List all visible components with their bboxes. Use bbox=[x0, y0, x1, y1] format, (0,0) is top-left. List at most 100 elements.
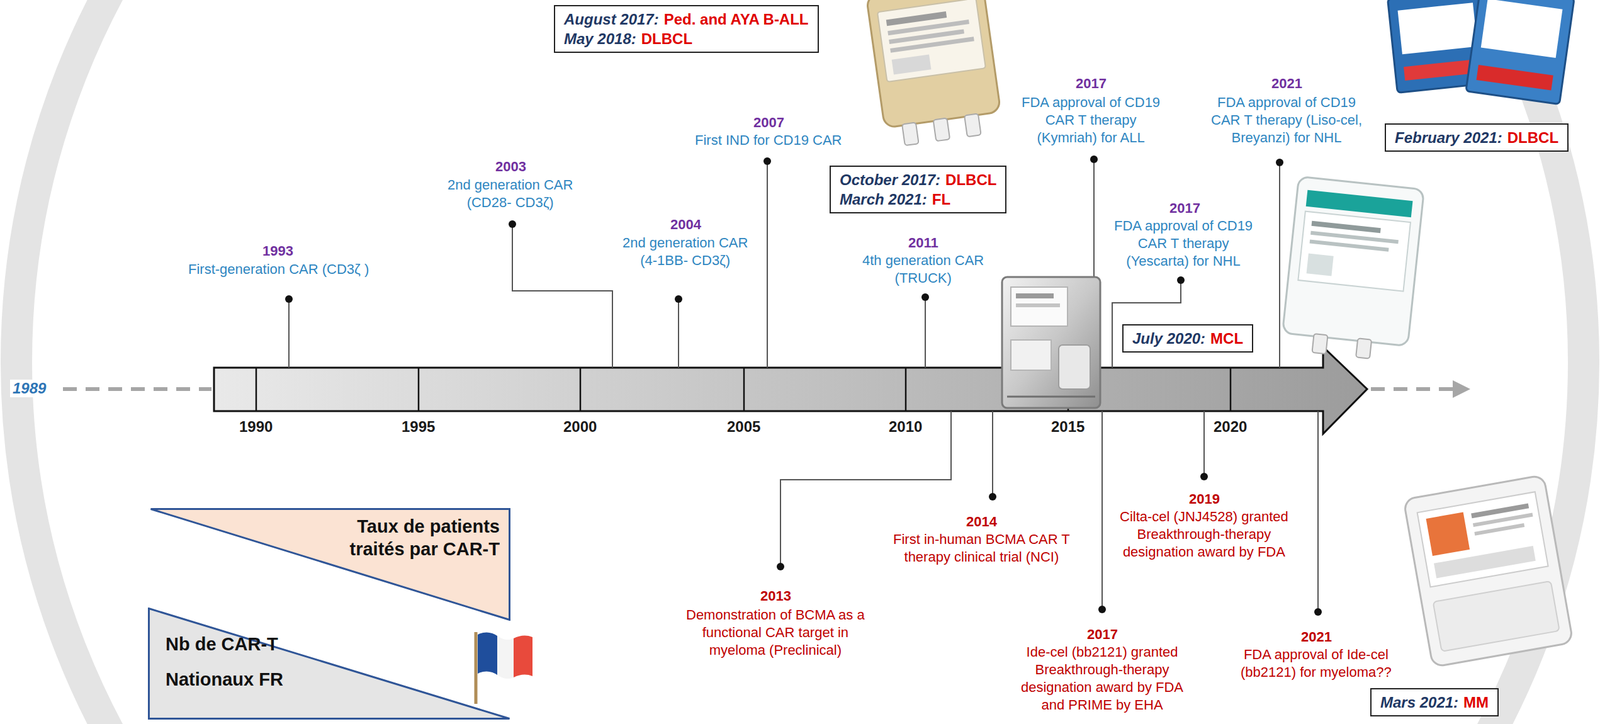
kymriah-bag-part bbox=[890, 36, 975, 53]
abecma-bag-part bbox=[1433, 580, 1560, 652]
axis-year: 2000 bbox=[563, 417, 597, 436]
event-leaders-part bbox=[1317, 411, 1319, 612]
event-dots-part bbox=[285, 295, 293, 303]
callout-indication: FL bbox=[932, 190, 951, 208]
triangle-panel: Taux de patients traités par CAR-T bbox=[149, 507, 511, 621]
axis-year: 1995 bbox=[401, 417, 435, 436]
dashed-timeline-part bbox=[1370, 387, 1456, 391]
abecma-bag-part bbox=[1433, 545, 1536, 578]
yescarta-tray-part bbox=[1015, 293, 1054, 299]
callout-indication: MM bbox=[1463, 693, 1489, 711]
event-text: 2nd generation CAR (4-1BB- CD3ζ) bbox=[622, 234, 748, 270]
event-text: First IND for CD19 CAR bbox=[694, 131, 842, 150]
triangle-outline bbox=[151, 509, 510, 620]
event-leaders-part bbox=[288, 298, 290, 368]
event-year: 1989 bbox=[10, 379, 49, 398]
event-leaders-part bbox=[991, 411, 994, 497]
timeline-arrow-part bbox=[579, 367, 582, 412]
background-ring bbox=[16, 0, 1584, 724]
axis-year: 2010 bbox=[888, 417, 923, 436]
event-year: 2013 bbox=[760, 587, 792, 605]
callout-date: October 2017: bbox=[839, 171, 941, 189]
breyanzi-cartons-part bbox=[1397, 2, 1478, 55]
french-flag-part bbox=[497, 635, 514, 679]
callout-date: Mars 2021: bbox=[1380, 693, 1459, 711]
timeline-arrow-part bbox=[743, 367, 746, 412]
callout-row: October 2017:DLBCL bbox=[839, 169, 997, 190]
kymriah-bag-part bbox=[891, 54, 932, 75]
callout-box: Mars 2021:MM bbox=[1370, 687, 1499, 717]
abecma-bag-part bbox=[1474, 523, 1525, 536]
breyanzi-cartons bbox=[1387, 0, 1575, 105]
timeline-arrow-part bbox=[1229, 367, 1232, 412]
background-ring-part bbox=[16, 0, 1584, 724]
triangle-shape bbox=[147, 607, 511, 720]
event-year: 2011 bbox=[908, 234, 939, 252]
yescarta-bag-part bbox=[1309, 239, 1390, 252]
triangle-outline bbox=[149, 608, 510, 719]
event-text: FDA approval of CD19 CAR T therapy (Yesc… bbox=[1114, 217, 1253, 271]
panel-text: Taux de patients traités par CAR-T bbox=[349, 514, 501, 561]
timeline-arrow-part bbox=[905, 367, 908, 412]
event-text: FDA approval of CD19 CAR T therapy (Kymr… bbox=[1021, 93, 1161, 147]
event-dots-part bbox=[921, 293, 930, 301]
callout-row: March 2021:FL bbox=[839, 189, 997, 209]
yescarta-bag-part bbox=[1355, 338, 1372, 359]
event-leaders-part bbox=[1278, 162, 1281, 368]
callout-indication: DLBCL bbox=[641, 30, 693, 48]
event-dots-part bbox=[1275, 158, 1284, 167]
axis-year: 2005 bbox=[726, 417, 761, 436]
event-year: 2017 bbox=[1087, 625, 1118, 644]
yescarta-bag-part bbox=[1306, 253, 1334, 277]
event-year: 2003 bbox=[495, 157, 527, 176]
event-dots-part bbox=[1177, 276, 1185, 284]
event-leaders-part bbox=[512, 224, 613, 368]
breyanzi-cartons-part bbox=[1465, 0, 1575, 105]
event-dots-part bbox=[763, 157, 772, 165]
event-year: 2021 bbox=[1301, 628, 1332, 646]
kymriah-bag-part bbox=[877, 0, 986, 82]
event-year: 2014 bbox=[966, 512, 998, 531]
callout-row: Mars 2021:MM bbox=[1380, 692, 1489, 712]
french-flag-part bbox=[477, 631, 498, 675]
event-text: FDA approval of CD19 CAR T therapy (Liso… bbox=[1211, 93, 1363, 147]
kymriah-bag-part bbox=[901, 122, 919, 146]
french-flag bbox=[475, 631, 533, 704]
event-dots bbox=[285, 155, 1322, 616]
event-leaders-part bbox=[766, 161, 768, 368]
yescarta-tray bbox=[1002, 276, 1101, 408]
kymriah-bag bbox=[866, 0, 1004, 148]
event-text: Cilta-cel (JNJ4528) granted Breakthrough… bbox=[1119, 507, 1289, 561]
abecma-bag-part bbox=[1426, 512, 1471, 557]
event-text: FDA approval of Ide-cel (bb2121) for mye… bbox=[1240, 645, 1392, 682]
yescarta-tray-part bbox=[1010, 339, 1052, 371]
callout-row: August 2017:Ped. and AYA B-ALL bbox=[563, 9, 809, 29]
yescarta-tray-part bbox=[1015, 303, 1060, 308]
french-flag-part bbox=[474, 631, 478, 704]
event-text: Ide-cel (bb2121) granted Breakthrough-th… bbox=[1020, 643, 1184, 714]
callout-date: March 2021: bbox=[839, 190, 928, 208]
event-text: First-generation CAR (CD3ζ ) bbox=[188, 260, 369, 279]
event-leaders-part bbox=[1203, 411, 1205, 477]
yescarta-tray-part bbox=[1058, 344, 1091, 389]
event-dots-part bbox=[988, 492, 997, 501]
abecma-bag-part bbox=[1417, 491, 1549, 587]
axis-year: 2020 bbox=[1213, 417, 1247, 436]
event-dots-part bbox=[1314, 608, 1322, 616]
callout-indication: MCL bbox=[1210, 329, 1244, 347]
abecma-bag bbox=[1403, 474, 1573, 667]
timeline-arrow-part bbox=[417, 367, 420, 412]
event-leaders-part bbox=[924, 297, 926, 368]
event-leaders bbox=[288, 159, 1319, 612]
callout-date: July 2020: bbox=[1132, 329, 1206, 347]
timeline-arrow-part bbox=[255, 367, 258, 412]
callout-indication: Ped. and AYA B-ALL bbox=[664, 10, 809, 28]
breyanzi-cartons-part bbox=[1481, 0, 1563, 58]
event-dots-part bbox=[1200, 472, 1208, 481]
yescarta-bag-part bbox=[1311, 333, 1328, 354]
yescarta-tray-part bbox=[1002, 276, 1101, 408]
callout-box: August 2017:Ped. and AYA B-ALLMay 2018:D… bbox=[553, 5, 819, 53]
callout-row: May 2018:DLBCL bbox=[563, 28, 809, 49]
dashed-timeline-part bbox=[62, 387, 212, 391]
